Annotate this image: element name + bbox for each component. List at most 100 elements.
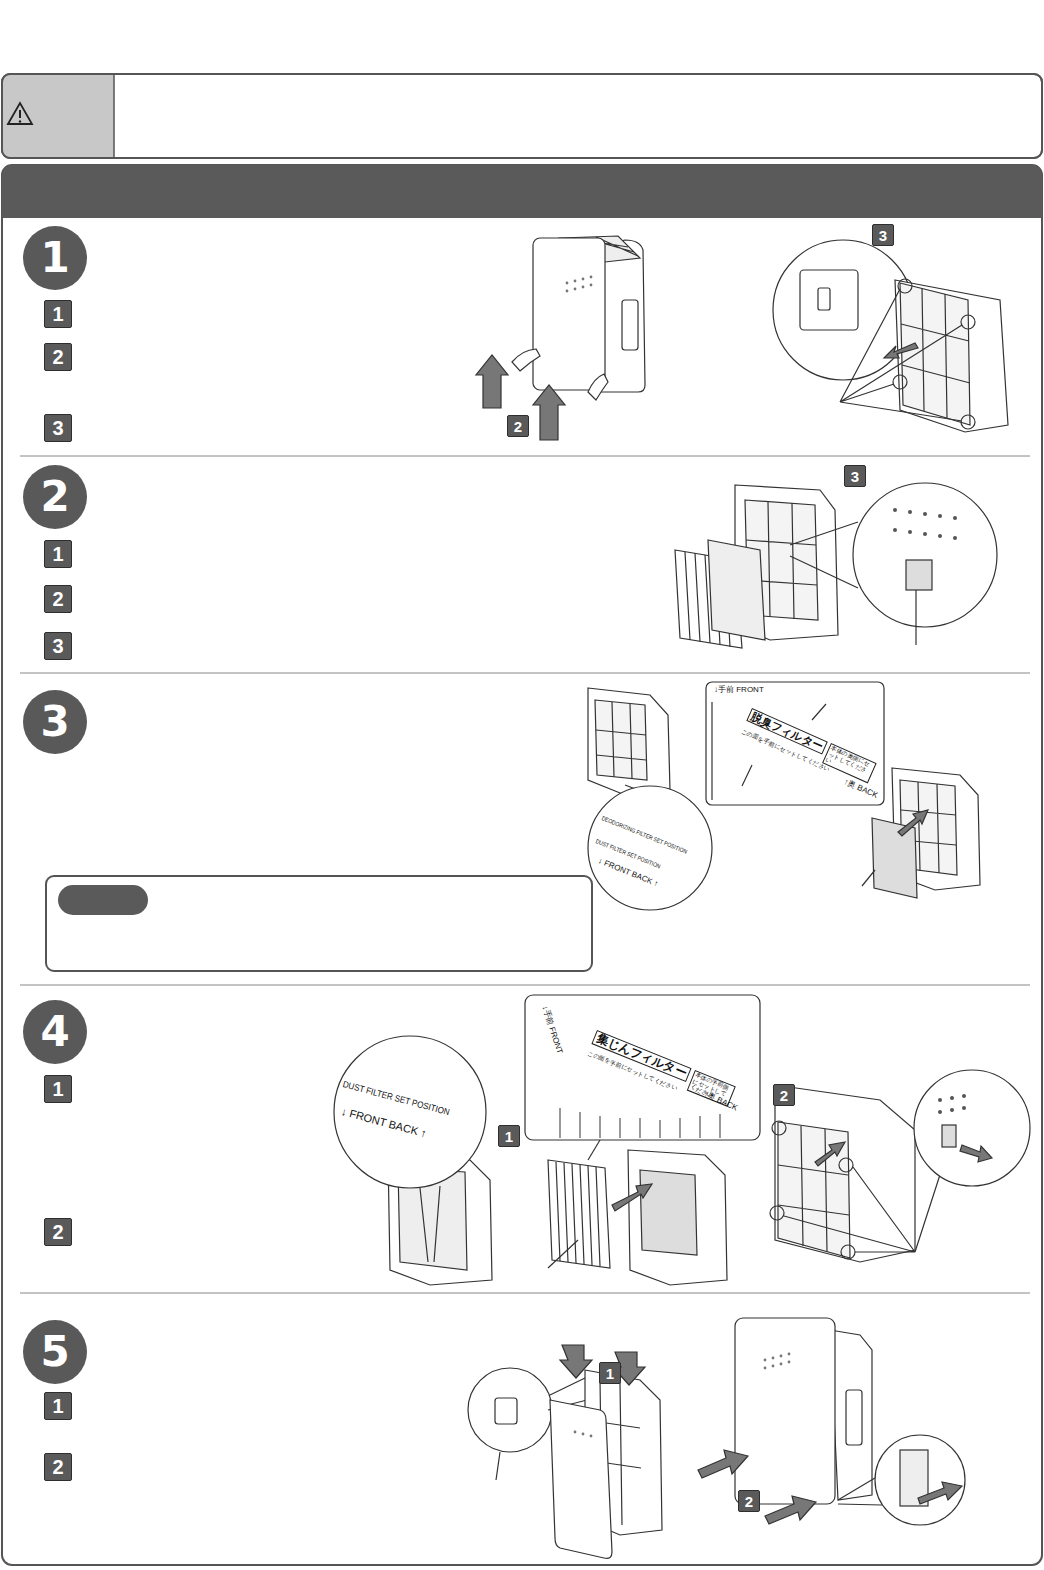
purifier-front-view [566, 276, 593, 293]
purifier-back-view [960, 1145, 992, 1162]
substep-number: 1 [44, 540, 72, 568]
purifier-insert-filter [862, 768, 980, 898]
number-text: 1 [606, 1366, 614, 1381]
lift-arrow [533, 385, 565, 440]
substep-number: 1 [498, 1125, 520, 1147]
purifier-back-view [815, 1142, 845, 1166]
zoom-circle [953, 536, 957, 540]
purifier-assembled [875, 1435, 965, 1525]
memo-box [46, 876, 592, 971]
number-text: 1 [505, 1129, 513, 1144]
purifier-insert-filter [872, 818, 917, 898]
number-text: 2 [52, 589, 63, 609]
purifier-front-panel [582, 1433, 585, 1436]
purifier-front-view [622, 300, 638, 350]
memo-box [58, 885, 148, 915]
purifier-front-view [533, 236, 645, 392]
substep-number: 2 [44, 343, 72, 371]
substep-number: 3 [44, 632, 72, 660]
callout-box [588, 1140, 600, 1160]
warning-panel [60, 75, 114, 157]
purifier-small [595, 700, 647, 780]
purifier-assembled [772, 1365, 775, 1368]
purifier-assembled [764, 1359, 767, 1362]
number-text: 3 [879, 228, 887, 243]
number-text: 3 [851, 469, 859, 484]
purifier-small [596, 702, 646, 779]
purifier-back-view [841, 1245, 855, 1259]
purifier-back-view [950, 1108, 954, 1112]
zoom-circle [588, 786, 712, 910]
purifier-front-panel [574, 1431, 593, 1438]
zoom-circle [893, 508, 957, 540]
callout-box [560, 1108, 720, 1138]
purifier-back-view [914, 1070, 1030, 1186]
purifier-back-view [893, 375, 907, 389]
purifier-assembled [764, 1353, 791, 1370]
purifier-front-view [600, 240, 645, 392]
zoom-circle [495, 1398, 517, 1424]
purifier-back-view [962, 1094, 966, 1098]
substep-number: 1 [44, 1392, 72, 1420]
purifier-front-view [566, 290, 569, 293]
purifier-back-view [778, 1126, 849, 1252]
number-text: 2 [745, 1494, 753, 1509]
zoom-circle [938, 534, 942, 538]
purifier-front-panel [590, 1435, 593, 1438]
lift-arrow [588, 374, 608, 400]
purifier-back-view [961, 315, 975, 329]
substep-number: 2 [44, 1218, 72, 1246]
purifier-back-view [950, 1096, 954, 1100]
purifier-small [588, 688, 670, 795]
zoom-circle [334, 1036, 486, 1188]
zoom-circle [468, 1368, 552, 1452]
zoom-circle [923, 532, 927, 536]
warning-symbol [8, 103, 32, 124]
number-text: 2 [52, 1457, 63, 1477]
purifier-front-view [533, 238, 605, 390]
warning-panel [2, 74, 1042, 158]
purifier-back-view [942, 1125, 956, 1147]
purifier-back-view [770, 1070, 1030, 1262]
zoom-circle [790, 522, 858, 588]
purifier-back-view [840, 279, 1008, 432]
number-text: 1 [52, 1396, 63, 1416]
purifier-back-view [898, 279, 912, 293]
warning-symbol [19, 120, 21, 122]
zoom-circle [908, 510, 912, 514]
set-position-label: ↓手前 FRONT [714, 686, 764, 695]
purifier-front-view [590, 284, 593, 287]
purifier-back-view [840, 289, 962, 421]
purifier-insert-filter [862, 870, 875, 886]
zoom-circle [420, 1186, 440, 1262]
number-text: 2 [52, 347, 63, 367]
zoom-circle [334, 1036, 492, 1285]
number-text: 3 [52, 418, 63, 438]
substep-number: 2 [773, 1084, 795, 1106]
purifier-assembled [698, 1450, 748, 1478]
zoom-circle [773, 240, 913, 380]
purifier-front-panel [550, 1345, 662, 1558]
zoom-circle [588, 786, 712, 910]
purifier-back-view [778, 1122, 850, 1258]
purifier-front-view [574, 288, 577, 291]
number-text: 1 [40, 237, 69, 279]
purifier-insert-filter [898, 810, 928, 836]
warning-panel [2, 74, 1042, 158]
warning-panel [3, 75, 114, 157]
substep-number: 1 [44, 1075, 72, 1103]
purifier-assembled [788, 1361, 791, 1364]
purifier-back-view [784, 1150, 948, 1252]
dust-filter [628, 1150, 727, 1285]
callout-box [711, 702, 712, 800]
lift-arrow [476, 349, 608, 440]
substep-number: 2 [44, 585, 72, 613]
zoom-circle [893, 508, 897, 512]
purifier-back-view [900, 283, 970, 425]
dust-filter [548, 1160, 610, 1268]
zoom-circle [938, 514, 942, 518]
zoom-circle [893, 528, 897, 532]
section-divider [20, 456, 1030, 457]
purifier-assembled [765, 1496, 816, 1524]
number-text: 1 [52, 304, 63, 324]
